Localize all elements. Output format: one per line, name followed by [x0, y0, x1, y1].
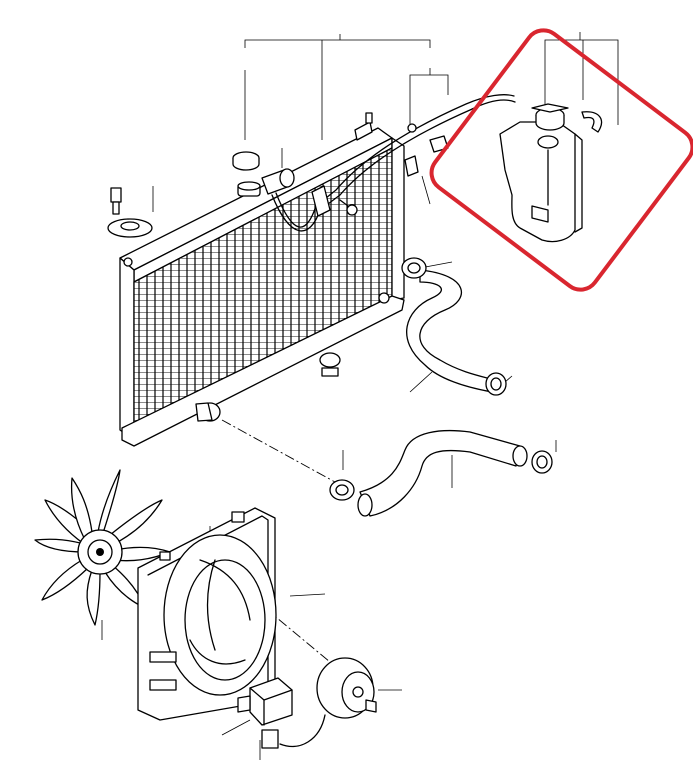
fan-blade-icon — [34, 469, 171, 626]
fan-motor-icon — [279, 657, 377, 748]
reservoir-tank-icon — [499, 121, 583, 243]
fan-relay-icon — [237, 677, 293, 749]
radiator-icon — [119, 112, 405, 447]
lower-hose-icon — [357, 429, 528, 517]
overflow-hose-icon — [271, 94, 603, 232]
fan-shroud-icon — [137, 507, 277, 721]
drain-plug-icon — [107, 187, 358, 377]
upper-hose-icon — [403, 259, 505, 394]
radiator-cap-icon — [232, 151, 260, 171]
highlight-box — [429, 28, 693, 292]
hose-clamp-icon — [329, 257, 553, 501]
reservoir-cap-icon — [531, 103, 569, 131]
